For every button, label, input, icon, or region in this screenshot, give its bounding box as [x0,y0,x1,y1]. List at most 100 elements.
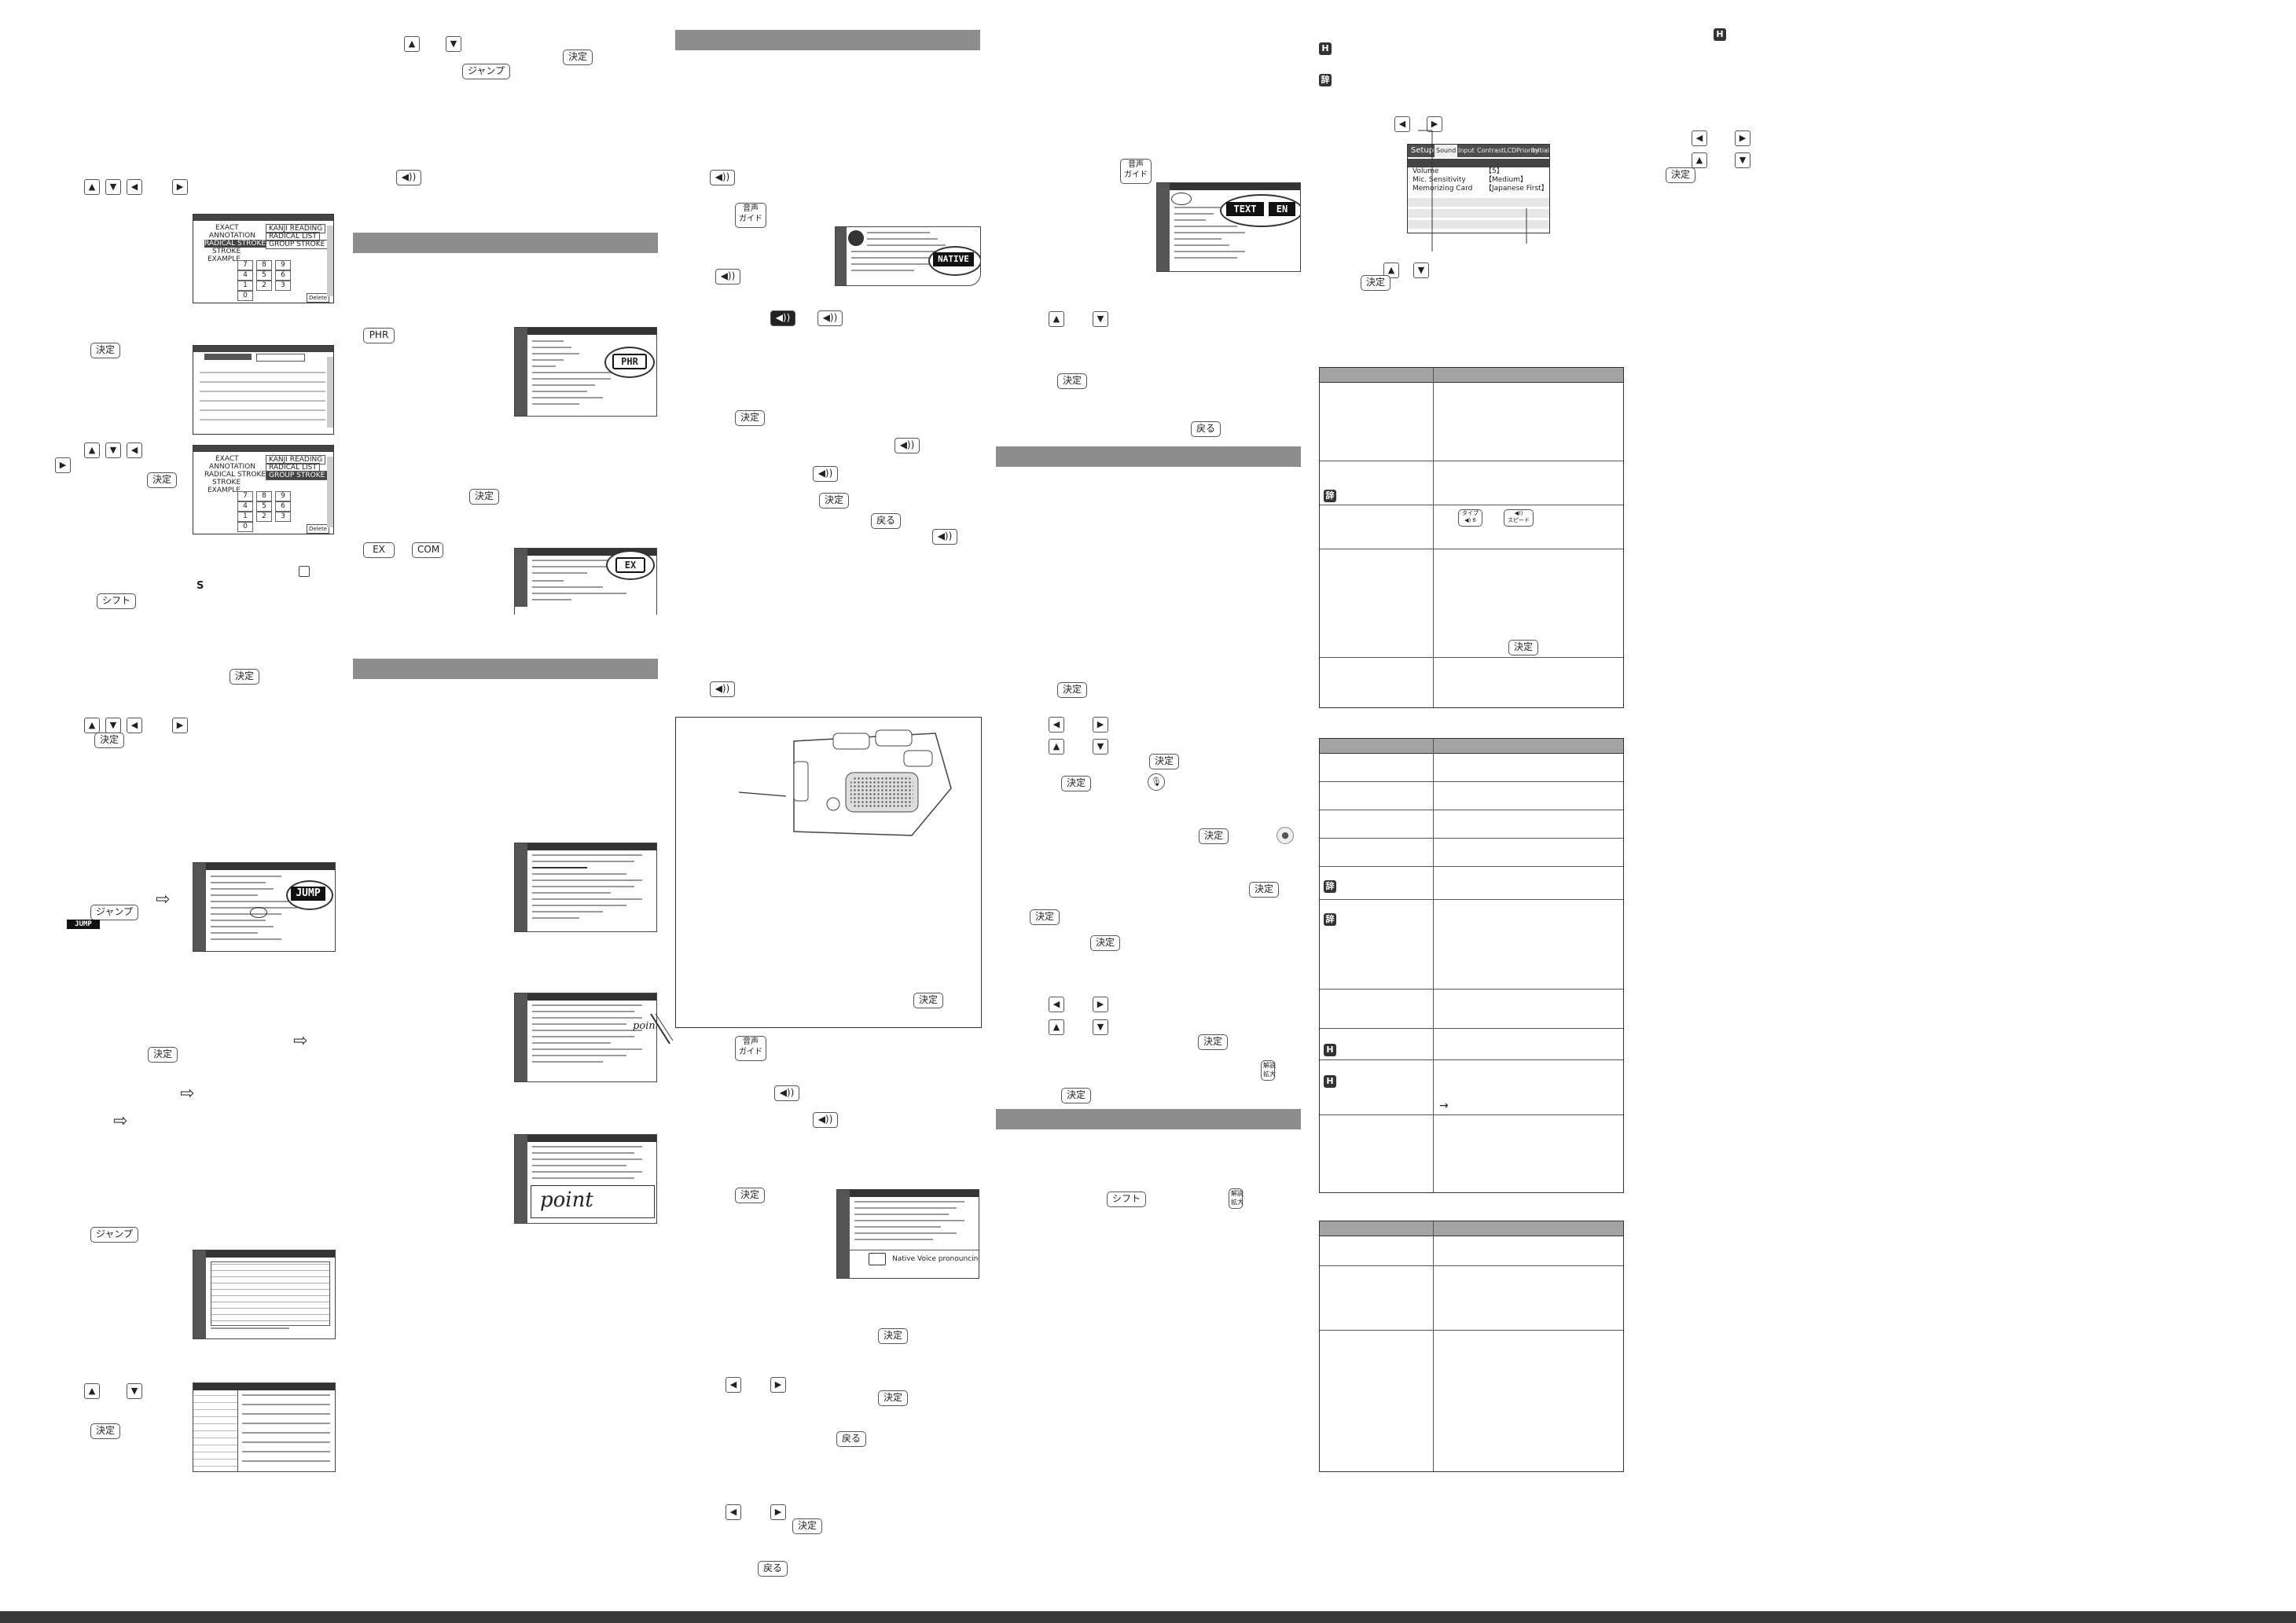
kettei-key[interactable]: 決定 [90,1423,121,1439]
modoru-key[interactable]: 戻る [871,513,902,529]
left-arrow-key[interactable]: ◀ [726,1377,741,1393]
up-arrow-key[interactable]: ▲ [1049,1019,1064,1035]
keypad-key[interactable]: 7 [237,260,253,270]
search-field-group-stroke[interactable]: GROUP STROKE [266,471,329,480]
kettei-key[interactable]: 決定 [1666,167,1696,183]
kettei-key[interactable]: 決定 [1198,1034,1229,1050]
kettei-key[interactable]: 決定 [1090,935,1121,951]
speaker-key-pressed[interactable]: ◀)) [770,310,795,326]
left-arrow-key[interactable]: ◀ [726,1504,741,1520]
setup-row-memorizing-card[interactable]: Memorizing Card [1412,185,1473,193]
jump-key[interactable]: ジャンプ [90,1227,139,1243]
kettei-key[interactable]: 決定 [819,493,850,509]
kettei-key[interactable]: 決定 [878,1328,909,1344]
modoru-key[interactable]: 戻る [836,1431,867,1447]
up-arrow-key[interactable]: ▲ [1692,152,1707,168]
keypad-key[interactable]: 0 [237,291,253,301]
down-arrow-key[interactable]: ▼ [1413,263,1429,278]
left-arrow-key[interactable]: ◀ [127,442,142,458]
search-field-group-stroke[interactable]: GROUP STROKE [266,240,329,249]
keypad-key[interactable]: 3 [275,512,291,522]
keypad-key[interactable]: 9 [275,260,291,270]
down-arrow-key[interactable]: ▼ [1735,152,1750,168]
up-arrow-key[interactable]: ▲ [84,442,100,458]
jump-key[interactable]: ジャンプ [462,64,511,79]
up-arrow-key[interactable]: ▲ [1383,263,1399,278]
left-arrow-key[interactable]: ◀ [127,718,142,733]
keypad-key[interactable]: 7 [237,491,253,501]
down-arrow-key[interactable]: ▼ [105,179,121,195]
kettei-key[interactable]: 決定 [1149,754,1180,769]
kettei-key[interactable]: 決定 [913,993,944,1008]
keypad-key[interactable]: 5 [256,501,272,512]
type-key[interactable]: タイプ◀) 6 [1458,509,1482,527]
right-arrow-key[interactable]: ▶ [1427,116,1442,132]
com-key[interactable]: COM [412,542,443,558]
left-arrow-key[interactable]: ◀ [1394,116,1410,132]
speaker-key[interactable]: ◀)) [774,1085,799,1101]
modoru-key[interactable]: 戻る [758,1561,788,1577]
speaker-key[interactable]: ◀)) [813,1112,838,1128]
kaisetsu-key[interactable]: 解説拡大 [1229,1188,1244,1209]
keypad-key[interactable]: 9 [275,491,291,501]
setup-tab-initialize[interactable]: Initialize [1532,147,1550,154]
setup-row-volume[interactable]: Volume [1412,167,1439,175]
up-arrow-key[interactable]: ▲ [84,179,100,195]
right-arrow-key[interactable]: ▶ [770,1504,786,1520]
keypad-key[interactable]: 8 [256,491,272,501]
down-arrow-key[interactable]: ▼ [105,442,121,458]
down-arrow-key[interactable]: ▼ [127,1383,142,1399]
speaker-key[interactable]: ◀)) [710,681,735,697]
keypad-key[interactable]: 5 [256,270,272,281]
modoru-key[interactable]: 戻る [1191,421,1221,437]
kettei-key[interactable]: 決定 [1199,828,1229,844]
kaisetsu-key[interactable]: 解説拡大 [1261,1060,1276,1081]
onsei-guide-key[interactable]: 音声ガイド [735,1036,766,1061]
kettei-key[interactable]: 決定 [1057,682,1088,698]
keypad-delete[interactable]: Delete [307,524,329,534]
kettei-key[interactable]: 決定 [94,733,125,748]
right-arrow-key[interactable]: ▶ [172,179,188,195]
left-arrow-key[interactable]: ◀ [1692,130,1707,146]
setup-tab-priority[interactable]: Priority [1516,147,1539,154]
kettei-key[interactable]: 決定 [792,1518,823,1534]
right-arrow-key[interactable]: ▶ [1093,997,1108,1012]
speaker-key[interactable]: ◀)) [396,170,421,185]
search-field-kanji-reading[interactable]: KANJI READING [266,224,326,233]
down-arrow-key[interactable]: ▼ [1093,1019,1108,1035]
shift-key[interactable]: シフト [1107,1192,1147,1207]
right-arrow-key[interactable]: ▶ [172,718,188,733]
keypad-key[interactable]: 3 [275,281,291,291]
speaker-key[interactable]: ◀)) [932,529,957,545]
kettei-key[interactable]: 決定 [563,50,593,65]
kettei-key[interactable]: 決定 [1508,640,1539,655]
setup-tab-sound[interactable]: Sound [1435,145,1458,157]
kettei-key[interactable]: 決定 [469,489,500,505]
kettei-key[interactable]: 決定 [1249,882,1280,898]
setup-tab-lcd[interactable]: LCD [1504,147,1517,154]
up-arrow-key[interactable]: ▲ [84,1383,100,1399]
down-arrow-key[interactable]: ▼ [1093,739,1108,755]
ex-key[interactable]: EX [363,542,395,558]
kettei-key[interactable]: 決定 [735,1188,766,1203]
speaker-key[interactable]: ◀)) [715,269,740,285]
kettei-key[interactable]: 決定 [148,1047,178,1063]
keypad-key[interactable]: 2 [256,512,272,522]
kettei-key[interactable]: 決定 [1061,1088,1092,1103]
kettei-key[interactable]: 決定 [230,669,260,685]
onsei-guide-key[interactable]: 音声ガイド [1120,159,1152,184]
keypad-key[interactable]: 6 [275,501,291,512]
right-arrow-key[interactable]: ▶ [55,457,71,473]
kettei-key[interactable]: 決定 [1061,776,1092,791]
phr-key[interactable]: PHR [363,328,395,343]
record-button-icon[interactable]: ● [1277,827,1294,844]
up-arrow-key[interactable]: ▲ [1049,311,1064,327]
search-field-radical-list[interactable]: RADICAL LIST [266,232,320,241]
down-arrow-key[interactable]: ▼ [105,718,121,733]
kettei-key[interactable]: 決定 [878,1390,909,1406]
kettei-key[interactable]: 決定 [90,343,121,358]
down-arrow-key[interactable]: ▼ [446,36,461,52]
up-arrow-key[interactable]: ▲ [1049,739,1064,755]
up-arrow-key[interactable]: ▲ [84,718,100,733]
kettei-key[interactable]: 決定 [147,472,178,488]
